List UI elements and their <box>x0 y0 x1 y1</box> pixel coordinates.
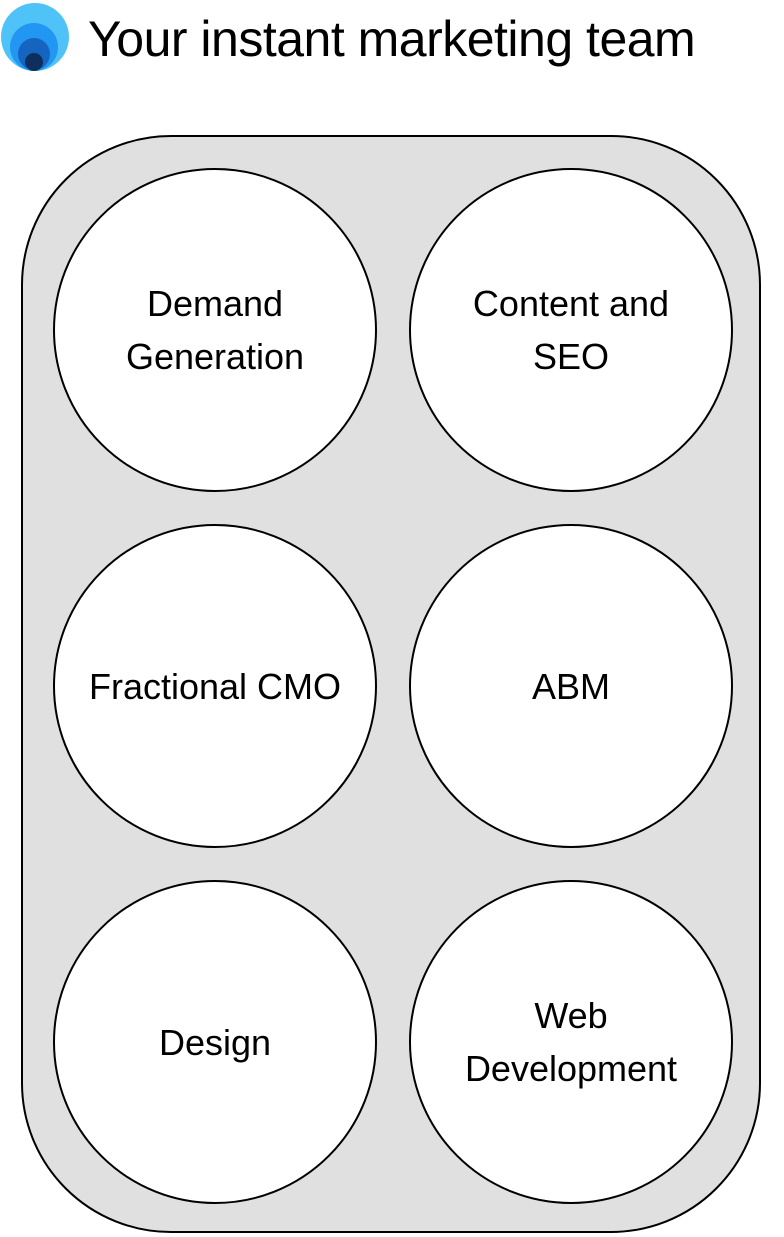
service-fractional-cmo: Fractional CMO <box>53 524 377 848</box>
service-label: Content and SEO <box>472 283 670 377</box>
service-web-development: Web Development <box>409 880 733 1204</box>
page-title: Your instant marketing team <box>88 11 696 67</box>
service-label: Fractional CMO <box>88 665 342 707</box>
service-label: Design <box>158 1021 272 1063</box>
header: Your instant marketing team <box>0 0 784 76</box>
service-design: Design <box>53 880 377 1204</box>
services-panel: Demand Generation Content and SEO Fracti… <box>21 135 761 1233</box>
service-demand-generation: Demand Generation <box>53 168 377 492</box>
service-label: ABM <box>531 665 610 707</box>
service-content-and-seo: Content and SEO <box>409 168 733 492</box>
service-label: Demand Generation <box>125 283 305 377</box>
logo-icon <box>1 3 69 71</box>
service-label: Web Development <box>464 995 678 1089</box>
service-abm: ABM <box>409 524 733 848</box>
